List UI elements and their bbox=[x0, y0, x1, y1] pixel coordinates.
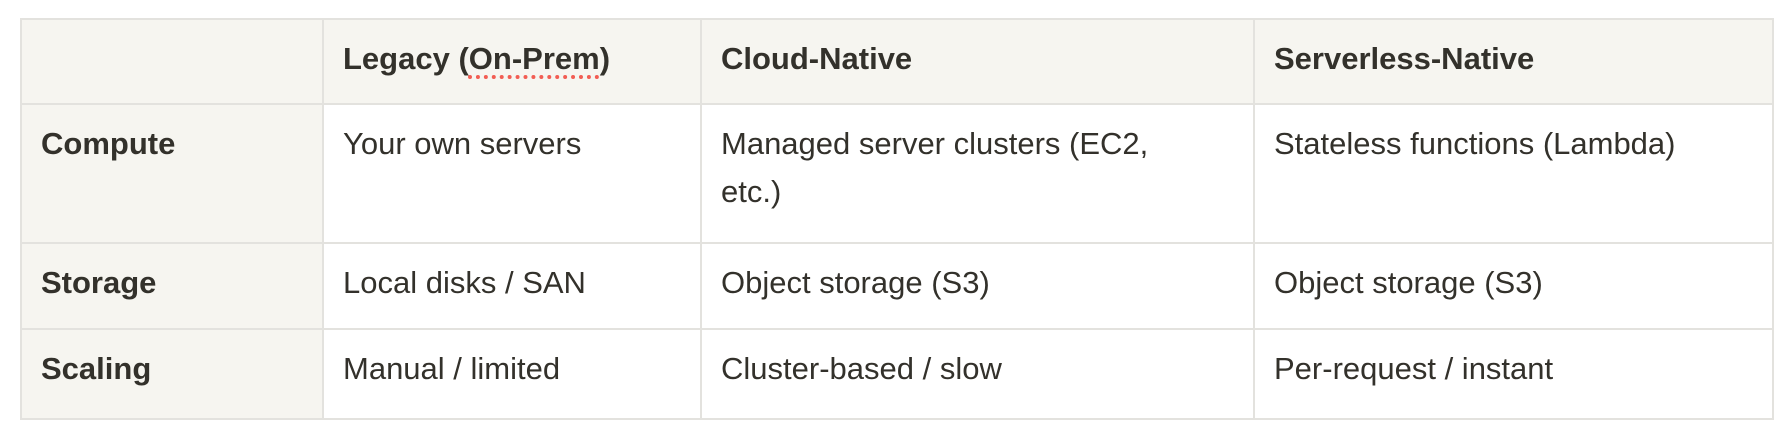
cell-compute-serverless[interactable]: Stateless functions (Lambda) bbox=[1253, 103, 1774, 244]
cell-storage-cloud-native[interactable]: Object storage (S3) bbox=[700, 242, 1255, 330]
cell-storage-serverless[interactable]: Object storage (S3) bbox=[1253, 242, 1774, 330]
cell-storage-legacy[interactable]: Local disks / SAN bbox=[322, 242, 702, 330]
comparison-table: Legacy (On-Prem) Cloud-Native Serverless… bbox=[20, 18, 1774, 420]
column-header-legacy[interactable]: Legacy (On-Prem) bbox=[322, 18, 702, 105]
cell-scaling-legacy[interactable]: Manual / limited bbox=[322, 328, 702, 420]
table-header-row: Legacy (On-Prem) Cloud-Native Serverless… bbox=[20, 18, 1774, 105]
row-label-compute[interactable]: Compute bbox=[20, 103, 324, 244]
cell-scaling-cloud-native[interactable]: Cluster-based / slow bbox=[700, 328, 1255, 420]
misspelled-word: On-Prem bbox=[468, 41, 600, 76]
table-row-compute: Compute Your own servers Managed server … bbox=[20, 103, 1774, 244]
table-row-scaling: Scaling Manual / limited Cluster-based /… bbox=[20, 328, 1774, 420]
cell-compute-cloud-native[interactable]: Managed server clusters (EC2, etc.) bbox=[700, 103, 1255, 244]
row-label-storage[interactable]: Storage bbox=[20, 242, 324, 330]
table-row-storage: Storage Local disks / SAN Object storage… bbox=[20, 242, 1774, 330]
corner-cell[interactable] bbox=[20, 18, 324, 105]
cell-compute-legacy[interactable]: Your own servers bbox=[322, 103, 702, 244]
legacy-label-suffix: ) bbox=[599, 41, 611, 76]
column-header-serverless-native[interactable]: Serverless-Native bbox=[1253, 18, 1774, 105]
legacy-label-prefix: Legacy ( bbox=[343, 41, 469, 76]
column-header-cloud-native[interactable]: Cloud-Native bbox=[700, 18, 1255, 105]
cell-scaling-serverless[interactable]: Per-request / instant bbox=[1253, 328, 1774, 420]
row-label-scaling[interactable]: Scaling bbox=[20, 328, 324, 420]
